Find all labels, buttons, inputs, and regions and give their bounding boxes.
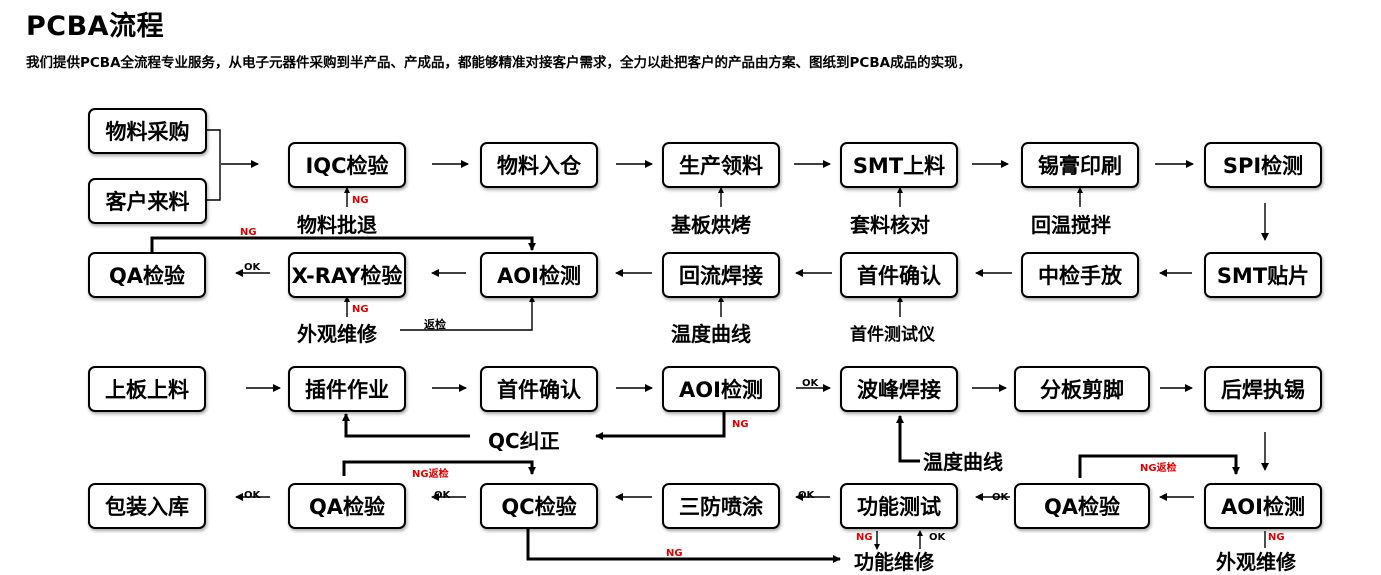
node-insertion-work: 插件作业: [288, 366, 406, 412]
node-first-article-confirm-1: 首件确认: [840, 252, 958, 298]
label-material-return: 物料批退: [297, 213, 377, 237]
ok-mark: OK: [798, 490, 815, 501]
node-mid-check-manual: 中检手放: [1021, 252, 1139, 298]
ng-mark: NG: [732, 419, 749, 430]
ok-mark: OK: [929, 532, 946, 543]
label-temperature-curve-2: 温度曲线: [923, 450, 1003, 474]
node-production-material-pick: 生产领料: [662, 142, 780, 188]
label-temperature-curve-1: 温度曲线: [671, 322, 751, 346]
ng-return-check-mark: NG返检: [412, 469, 449, 480]
node-spi-inspection: SPI检测: [1204, 142, 1322, 188]
node-depanel-trim: 分板剪脚: [1014, 366, 1150, 412]
label-visual-repair-2: 外观维修: [1216, 550, 1296, 574]
return-check-mark: 返检: [424, 318, 446, 331]
label-qc-correction: QC纠正: [488, 429, 560, 453]
node-reflow-soldering: 回流焊接: [662, 252, 780, 298]
label-kit-check: 套料核对: [850, 213, 930, 237]
node-conformal-coating: 三防喷涂: [662, 483, 780, 529]
node-qc-inspection: QC检验: [480, 483, 598, 529]
node-aoi-inspection-1: AOI检测: [480, 252, 598, 298]
node-aoi-inspection-2: AOI检测: [662, 366, 780, 412]
label-warm-stir: 回温搅拌: [1031, 213, 1111, 237]
node-smt-loading: SMT上料: [840, 142, 958, 188]
ng-return-check-mark: NG返检: [1140, 463, 1177, 474]
node-qa-inspection-1: QA检验: [88, 252, 206, 298]
ng-mark: NG: [352, 304, 369, 315]
node-customer-material: 客户来料: [88, 178, 207, 224]
node-iqc-inspection: IQC检验: [288, 142, 406, 188]
node-packing-storage: 包装入库: [88, 483, 206, 529]
node-board-loading: 上板上料: [88, 366, 206, 412]
label-substrate-bake: 基板烘烤: [671, 213, 751, 237]
node-function-test: 功能测试: [840, 483, 958, 529]
ok-mark: OK: [434, 490, 451, 501]
node-aoi-inspection-3: AOI检测: [1204, 483, 1322, 529]
node-material-warehouse-in: 物料入仓: [480, 142, 598, 188]
node-smt-mounting: SMT贴片: [1204, 252, 1322, 298]
ng-mark: NG: [856, 532, 873, 543]
ng-mark: NG: [666, 548, 683, 559]
ok-mark: OK: [992, 492, 1009, 503]
ng-mark: NG: [352, 195, 369, 206]
node-qa-inspection-3: QA检验: [288, 483, 406, 529]
node-wave-soldering: 波峰焊接: [840, 366, 958, 412]
page-subtitle: 我们提供PCBA全流程专业服务，从电子元器件采购到半产品、产成品，都能够精准对接…: [26, 55, 972, 71]
node-post-solder-touchup: 后焊执锡: [1204, 366, 1322, 412]
node-first-article-confirm-2: 首件确认: [480, 366, 598, 412]
node-material-purchase: 物料采购: [88, 108, 207, 154]
ok-mark: OK: [244, 262, 261, 273]
ng-mark: NG: [1268, 532, 1285, 543]
ng-mark: NG: [240, 227, 257, 238]
label-first-article-tester: 首件测试仪: [850, 325, 935, 345]
ok-mark: OK: [244, 490, 261, 501]
node-solder-paste-printing: 锡膏印刷: [1021, 142, 1139, 188]
label-function-repair: 功能维修: [854, 550, 934, 574]
label-visual-repair-1: 外观维修: [297, 322, 377, 346]
ok-mark: OK: [802, 378, 819, 389]
node-qa-inspection-2: QA检验: [1014, 483, 1150, 529]
node-xray-inspection: X-RAY检验: [288, 252, 406, 298]
page-title: PCBA流程: [26, 11, 165, 42]
